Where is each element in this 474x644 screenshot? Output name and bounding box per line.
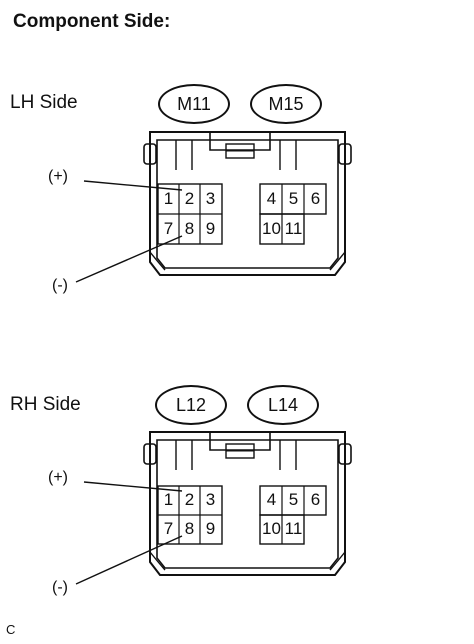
connector-latch bbox=[209, 132, 271, 151]
connector-corner bbox=[329, 251, 346, 271]
figure-code: C bbox=[6, 622, 16, 637]
pin-number: 5 bbox=[288, 189, 299, 208]
minus-label: (-) bbox=[52, 277, 68, 294]
pin-number: 10 bbox=[262, 219, 281, 238]
connector-side-lock bbox=[143, 443, 157, 465]
pin-number: 8 bbox=[184, 219, 195, 238]
pin-number: 6 bbox=[310, 490, 321, 509]
connector-corner bbox=[279, 440, 297, 470]
connector-corner bbox=[329, 551, 346, 571]
pin-number: 5 bbox=[288, 490, 299, 509]
plus-leader-line bbox=[83, 481, 183, 492]
connector-latch bbox=[209, 432, 271, 451]
pin-number: 1 bbox=[163, 189, 174, 208]
connector-corner bbox=[175, 440, 193, 470]
connector-side-lock bbox=[338, 143, 352, 165]
connector-side-lock bbox=[338, 443, 352, 465]
connector-housing bbox=[149, 131, 346, 276]
page-title: Component Side: bbox=[13, 11, 171, 32]
pin-number: 11 bbox=[284, 219, 303, 238]
plus-leader-line bbox=[83, 180, 183, 191]
pin-number: 4 bbox=[266, 490, 277, 509]
pin-number: 9 bbox=[205, 219, 216, 238]
pin-number: 1 bbox=[163, 490, 174, 509]
lh-side-label: LH Side bbox=[10, 92, 78, 113]
connector-housing-inner bbox=[156, 439, 339, 569]
plus-label: (+) bbox=[48, 168, 68, 185]
connector-corner bbox=[175, 140, 193, 170]
pin-number: 10 bbox=[262, 519, 281, 538]
minus-leader-line bbox=[75, 235, 183, 283]
connector-side-lock bbox=[143, 143, 157, 165]
connector-id-oval: M11 bbox=[158, 84, 230, 124]
connector-corner bbox=[149, 251, 166, 271]
connector-id-label: M11 bbox=[177, 93, 211, 114]
connector-housing bbox=[149, 431, 346, 576]
connector-id-label: L14 bbox=[267, 394, 299, 415]
pin-number: 2 bbox=[184, 189, 195, 208]
pin-number: 11 bbox=[284, 519, 303, 538]
pin-number: 7 bbox=[163, 219, 174, 238]
connector-id-oval: L14 bbox=[247, 385, 319, 425]
connector-id-oval: M15 bbox=[250, 84, 322, 124]
minus-leader-line bbox=[75, 535, 183, 585]
connector-id-label: M15 bbox=[268, 93, 304, 114]
connector-corner bbox=[149, 551, 166, 571]
connector-housing-inner bbox=[156, 139, 339, 269]
connector-id-oval: L12 bbox=[155, 385, 227, 425]
pin-number: 8 bbox=[184, 519, 195, 538]
pin-number: 3 bbox=[205, 490, 216, 509]
pin-number: 9 bbox=[205, 519, 216, 538]
connector-corner bbox=[279, 140, 297, 170]
pin-number: 2 bbox=[184, 490, 195, 509]
pin-number: 6 bbox=[310, 189, 321, 208]
minus-label: (-) bbox=[52, 579, 68, 596]
rh-side-label: RH Side bbox=[10, 394, 81, 415]
pin-number: 4 bbox=[266, 189, 277, 208]
plus-label: (+) bbox=[48, 469, 68, 486]
pin-number: 3 bbox=[205, 189, 216, 208]
connector-id-label: L12 bbox=[175, 394, 207, 415]
pin-number: 7 bbox=[163, 519, 174, 538]
